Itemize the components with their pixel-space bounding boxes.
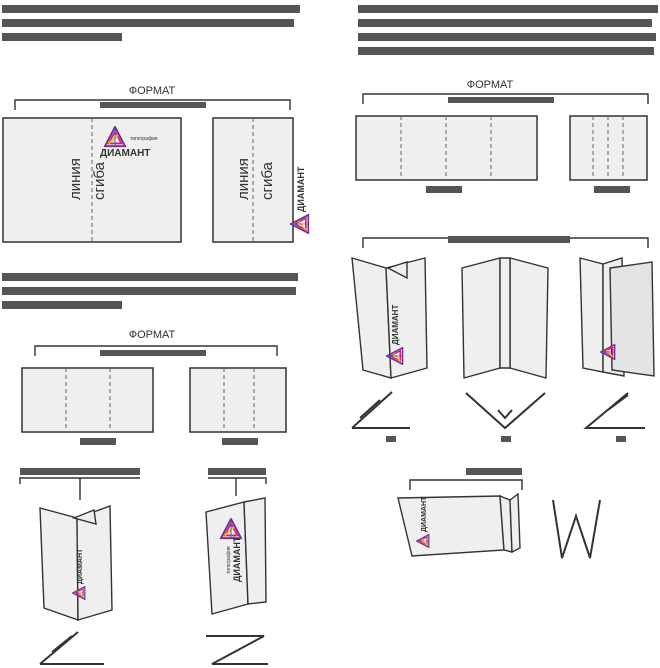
format-label-tr: ФОРМАТ xyxy=(467,79,514,91)
folded-bracket-bm xyxy=(208,477,267,496)
fold-label-a xyxy=(386,436,396,442)
folded-variant-b xyxy=(461,257,549,379)
folded-state-label xyxy=(208,468,266,475)
side-label-3 xyxy=(80,438,116,445)
open-state-label xyxy=(20,468,140,475)
brand-name-br: ДИАМАНТ xyxy=(421,496,428,532)
fold-line-label-1: линия xyxy=(67,158,84,200)
fold-label-c xyxy=(616,436,626,442)
folded-variant-a: ДИАМАНТ xyxy=(351,257,428,379)
strip-3-panel xyxy=(21,367,154,433)
format-label-tl: ФОРМАТ xyxy=(129,85,176,97)
format-bracket-tl xyxy=(14,99,291,110)
text-lines-block2 xyxy=(358,5,658,55)
format-bracket-tr xyxy=(362,93,649,104)
fold-w-letter-icon xyxy=(552,499,601,559)
sheet-open-tl: линия сгиба ДИАМАНТ типография xyxy=(2,117,182,243)
fold-line-label-3: линия xyxy=(235,158,252,200)
text-lines-block3 xyxy=(2,273,298,309)
fold-line-label-4: сгиба xyxy=(259,161,276,200)
format-bracket-lm xyxy=(34,345,278,356)
brand-name-z: ДИАМАНТ xyxy=(232,536,242,582)
placeholder-line xyxy=(100,102,206,108)
folded-leaflet-left: ДИАМАНТ xyxy=(39,505,113,621)
strip-4-panel xyxy=(355,115,538,181)
strip-4-narrow xyxy=(569,115,648,181)
open-bracket-bl xyxy=(19,477,140,500)
placeholder-line xyxy=(448,97,554,103)
fold-z-icon xyxy=(206,635,268,665)
folded-leaflet-z: ДИАМАНТ типография xyxy=(205,497,267,615)
fold-line-label-2: сгиба xyxy=(91,161,108,200)
fold-v-icon xyxy=(351,391,410,429)
brand-name: ДИАМАНТ xyxy=(100,148,150,159)
format-label-lm: ФОРМАТ xyxy=(129,329,176,341)
strip-3-narrow xyxy=(189,367,287,433)
text-lines-block1 xyxy=(2,5,300,41)
accordion-leaflet: ДИАМАНТ xyxy=(397,492,521,557)
placeholder-line xyxy=(100,350,206,356)
folded-variant-c xyxy=(579,257,655,377)
fold-v-icon-bl xyxy=(39,631,104,665)
fold-roll-icon xyxy=(583,392,645,429)
fold-label-b xyxy=(501,436,511,442)
side-label-4 xyxy=(222,438,258,445)
folded-state-label-2 xyxy=(466,468,522,475)
brand-small-z: типография xyxy=(226,546,232,574)
side-label-1 xyxy=(426,186,462,193)
placeholder-line xyxy=(448,236,570,243)
folded-bracket-br xyxy=(409,479,523,490)
brand-name-a: ДИАМАНТ xyxy=(391,305,400,345)
fold-w-icon xyxy=(465,392,546,430)
brand-small: типография xyxy=(130,136,158,142)
side-label-2 xyxy=(594,186,630,193)
brand-name-bl: ДИАМАНТ xyxy=(77,548,84,584)
sheet-folded-tl: линия сгиба ДИАМАНТ xyxy=(212,117,310,243)
brand-name-rot: ДИАМАНТ xyxy=(296,166,306,212)
